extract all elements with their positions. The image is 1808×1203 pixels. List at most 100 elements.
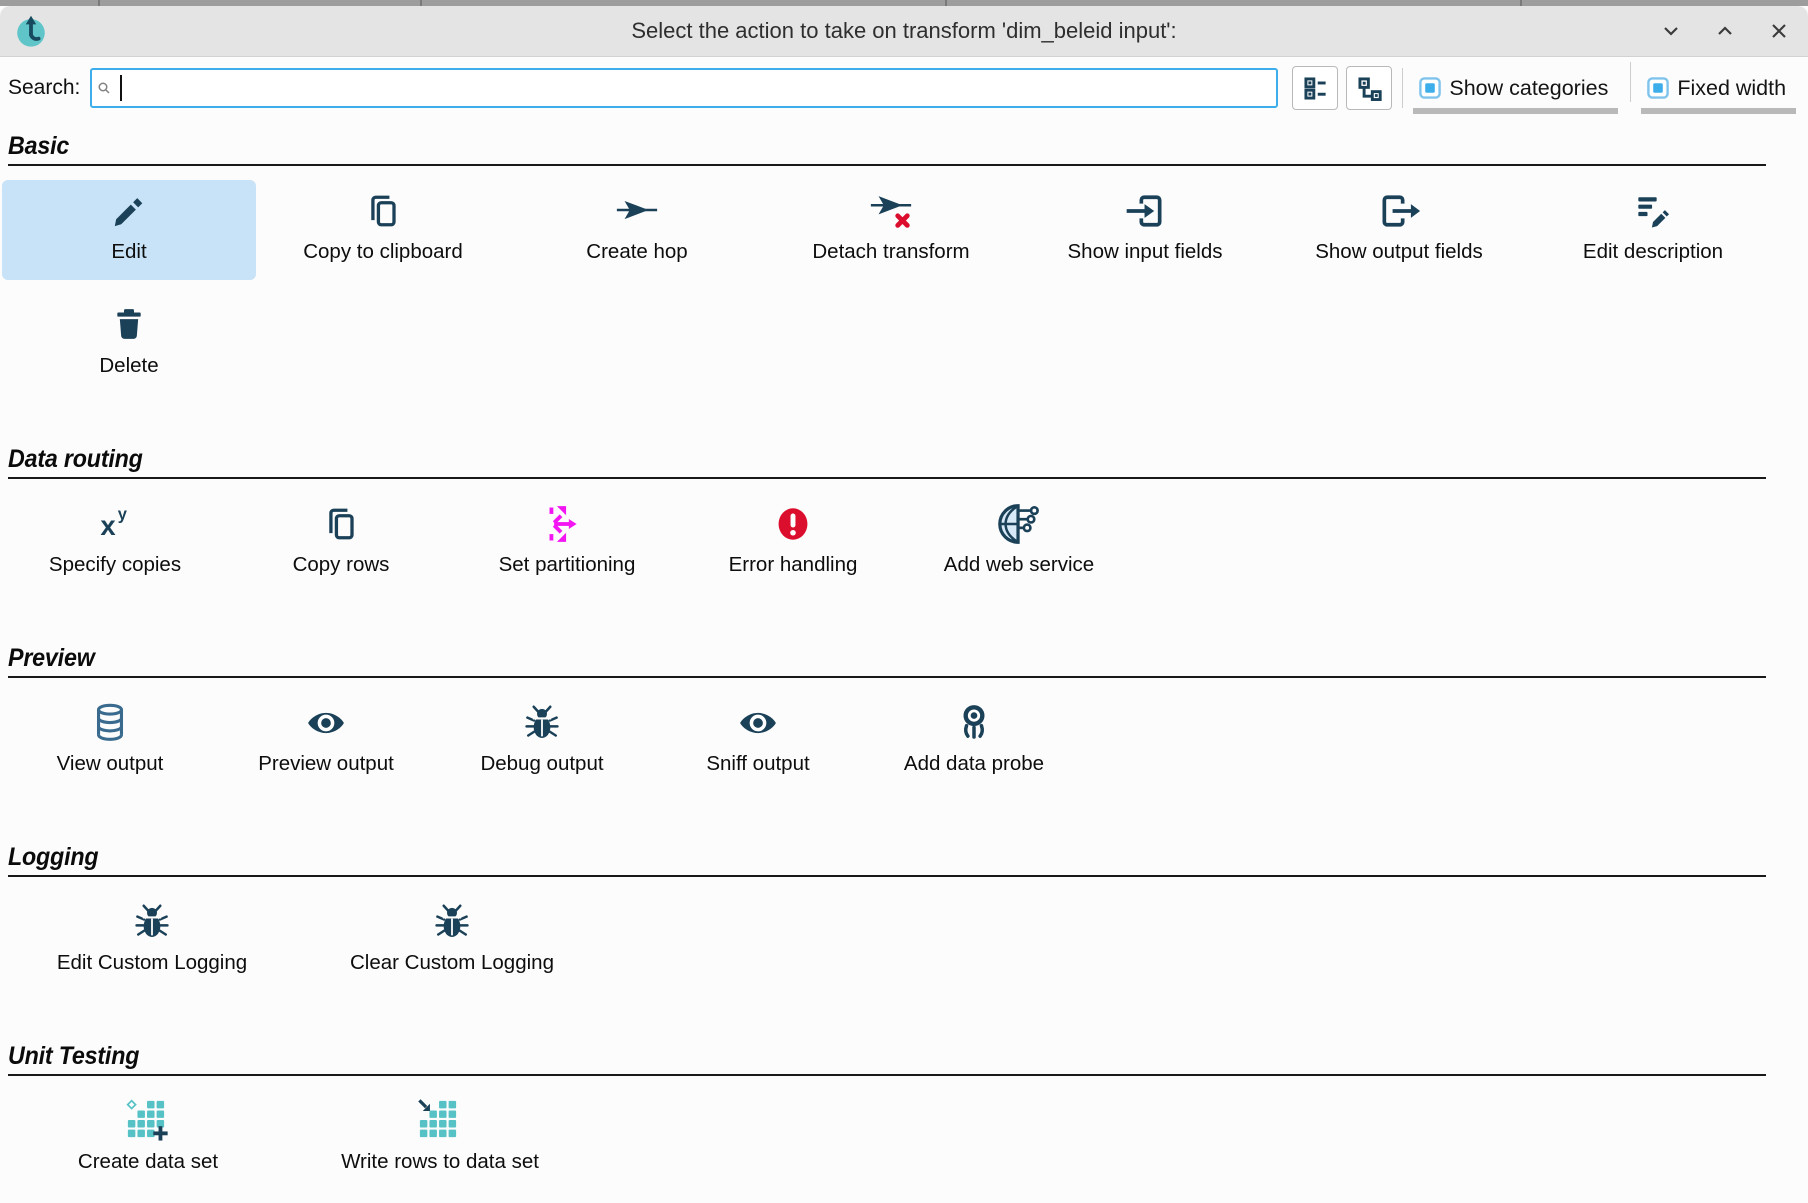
window-controls xyxy=(1658,6,1792,56)
list-view-button[interactable] xyxy=(1292,66,1339,110)
action-set-partitioning[interactable]: Set partitioning xyxy=(454,493,680,593)
section-rule xyxy=(8,164,1766,166)
action-sniff-output[interactable]: Sniff output xyxy=(650,692,866,792)
web-service-icon xyxy=(996,495,1042,553)
toolbar-toggles: Show categories Fixed width xyxy=(1413,62,1798,114)
search-label: Search: xyxy=(8,76,81,99)
action-label: Add web service xyxy=(943,553,1095,576)
close-icon xyxy=(1767,19,1791,43)
action-add-web-service[interactable]: Add web service xyxy=(906,493,1132,593)
action-edit[interactable]: Edit xyxy=(2,180,256,280)
action-label: Edit description xyxy=(1582,240,1724,263)
toggle-label: Fixed width xyxy=(1677,75,1787,100)
checkbox-checked-icon xyxy=(1647,77,1670,99)
dialog-titlebar: Select the action to take on transform '… xyxy=(0,6,1808,57)
dialog-title: Select the action to take on transform '… xyxy=(631,18,1177,43)
background-app-strip xyxy=(0,0,1808,6)
action-dialog: Select the action to take on transform '… xyxy=(0,6,1808,1203)
action-detach-transform[interactable]: Detach transform xyxy=(764,180,1018,280)
action-label: Edit xyxy=(111,240,147,263)
svg-text:y: y xyxy=(118,505,128,523)
action-label: Error handling xyxy=(728,553,858,576)
edit-description-icon xyxy=(1631,182,1675,240)
action-label: Preview output xyxy=(258,752,394,775)
action-show-input-fields[interactable]: Show input fields xyxy=(1018,180,1272,280)
toggle-label: Show categories xyxy=(1449,75,1609,100)
hop-logo-icon xyxy=(12,12,50,50)
action-error-handling[interactable]: Error handling xyxy=(680,493,906,593)
pencil-icon xyxy=(107,182,151,240)
action-label: Clear Custom Logging xyxy=(350,951,554,974)
show-categories-toggle[interactable]: Show categories xyxy=(1413,62,1620,114)
action-label: Add data probe xyxy=(903,752,1045,775)
toolbar-separator xyxy=(1630,62,1632,102)
dataset-create-icon xyxy=(125,1092,171,1150)
fixed-width-toggle[interactable]: Fixed width xyxy=(1641,62,1798,114)
tree-view-icon xyxy=(1356,75,1383,102)
action-create-data-set[interactable]: Create data set xyxy=(2,1090,294,1190)
section-grid: Edit Custom Logging Clear Custom Logging xyxy=(0,877,1808,1001)
copy-icon xyxy=(361,182,405,240)
bug-icon xyxy=(522,694,562,752)
action-label: Show output fields xyxy=(1315,240,1483,263)
search-input[interactable] xyxy=(90,68,1279,108)
section-title: Data routing xyxy=(8,445,143,473)
action-clear-custom-logging[interactable]: Clear Custom Logging xyxy=(302,891,602,991)
chevron-up-icon xyxy=(1713,19,1737,43)
action-label: Debug output xyxy=(480,752,604,775)
section-title: Preview xyxy=(8,644,95,672)
action-show-output-fields[interactable]: Show output fields xyxy=(1272,180,1526,280)
action-create-hop[interactable]: Create hop xyxy=(510,180,764,280)
action-edit-custom-logging[interactable]: Edit Custom Logging xyxy=(2,891,302,991)
action-label: Sniff output xyxy=(706,752,810,775)
action-copy-to-clipboard[interactable]: Copy to clipboard xyxy=(256,180,510,280)
action-view-output[interactable]: View output xyxy=(2,692,218,792)
search-field xyxy=(90,68,1279,108)
action-label: Copy rows xyxy=(292,553,390,576)
section-rule xyxy=(8,477,1766,479)
action-label: Edit Custom Logging xyxy=(56,951,248,974)
eye-icon xyxy=(304,694,348,752)
toolbar: Search: Show categories Fixed width xyxy=(0,57,1808,117)
action-label: Show input fields xyxy=(1067,240,1223,263)
action-debug-output[interactable]: Debug output xyxy=(434,692,650,792)
section-title: Basic xyxy=(8,132,70,160)
copy-rows-icon xyxy=(319,495,363,553)
toolbar-separator xyxy=(1402,68,1404,108)
action-label: Detach transform xyxy=(812,240,970,263)
action-delete[interactable]: Delete xyxy=(2,294,256,394)
action-edit-description[interactable]: Edit description xyxy=(1526,180,1780,280)
action-copy-rows[interactable]: Copy rows xyxy=(228,493,454,593)
action-label: Delete xyxy=(99,354,159,377)
maximize-button[interactable] xyxy=(1712,18,1738,44)
checkbox-checked-icon xyxy=(1419,77,1442,99)
text-cursor xyxy=(120,75,123,101)
action-label: Set partitioning xyxy=(498,553,636,576)
eye-icon xyxy=(736,694,780,752)
action-label: Specify copies xyxy=(48,553,182,576)
tree-view-button[interactable] xyxy=(1346,66,1393,110)
close-button[interactable] xyxy=(1766,18,1792,44)
bug-icon xyxy=(432,893,472,951)
minimize-button[interactable] xyxy=(1658,18,1684,44)
action-add-data-probe[interactable]: Add data probe xyxy=(866,692,1082,792)
svg-text:x: x xyxy=(100,510,116,541)
action-label: Copy to clipboard xyxy=(303,240,463,263)
trash-icon xyxy=(109,296,149,354)
section-title: Unit Testing xyxy=(8,1042,140,1070)
action-write-rows-to-data-set[interactable]: Write rows to data set xyxy=(294,1090,586,1190)
list-view-icon xyxy=(1302,75,1329,102)
chevron-down-icon xyxy=(1659,19,1683,43)
action-preview-output[interactable]: Preview output xyxy=(218,692,434,792)
